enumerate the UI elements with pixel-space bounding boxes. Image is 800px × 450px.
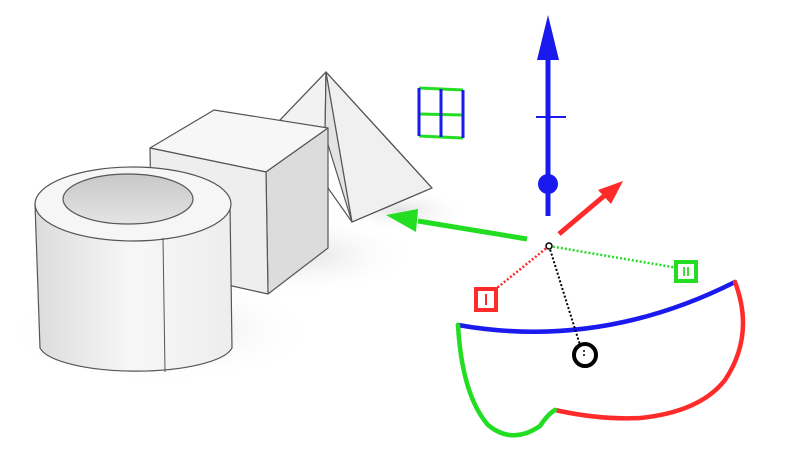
x-scale-handle[interactable] bbox=[474, 287, 498, 312]
free-move-handle[interactable] bbox=[572, 342, 598, 368]
y-scale-handle[interactable] bbox=[674, 260, 698, 283]
x-move-arrow[interactable] bbox=[557, 181, 623, 236]
pivot-point[interactable] bbox=[545, 242, 553, 250]
rotate-x-arc[interactable] bbox=[552, 279, 746, 421]
tube-object[interactable] bbox=[34, 166, 233, 373]
gizmo-guide-lines bbox=[491, 244, 679, 346]
z-scale-handle[interactable] bbox=[538, 174, 558, 194]
transform-gizmo[interactable] bbox=[386, 15, 746, 438]
xy-plane-handle[interactable] bbox=[417, 86, 465, 140]
y-move-arrow[interactable] bbox=[386, 209, 528, 242]
pyramid-object[interactable] bbox=[279, 71, 433, 223]
rotate-y-arc[interactable] bbox=[455, 322, 558, 438]
rotate-z-arc[interactable] bbox=[455, 279, 738, 334]
